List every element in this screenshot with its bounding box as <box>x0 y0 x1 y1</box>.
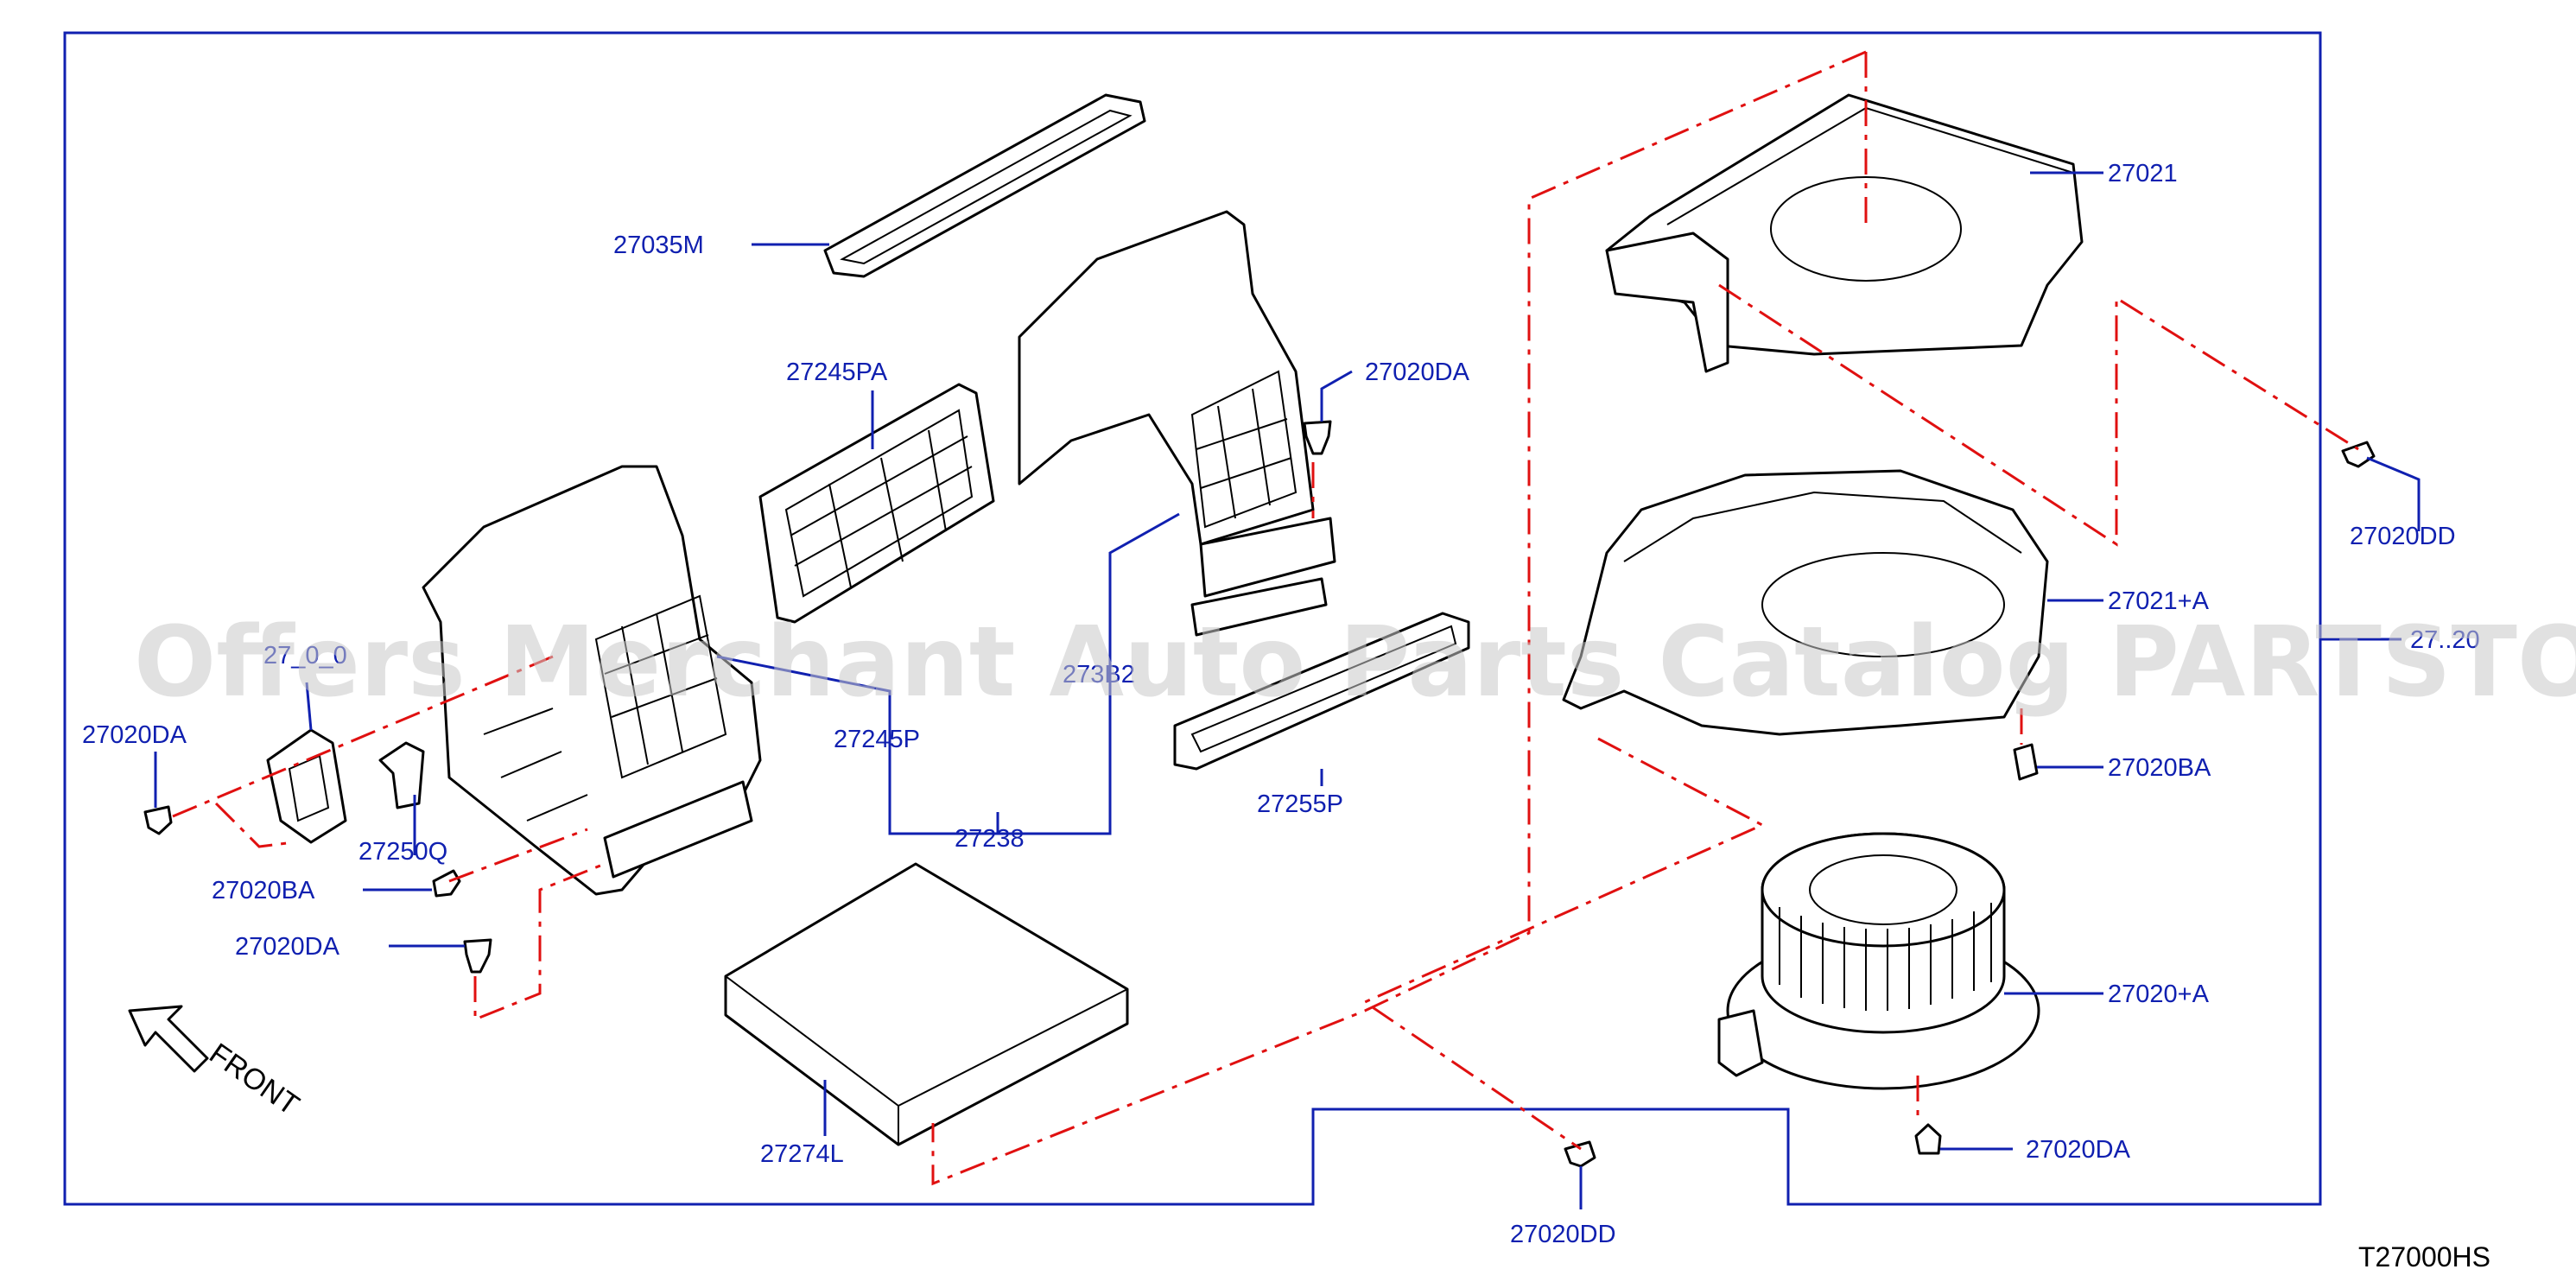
mesh-panel-27245pa-part <box>758 383 995 624</box>
guide-lines <box>172 50 2359 1186</box>
actuator-27250q-part <box>266 728 347 844</box>
callout-27255p: 27255P <box>1257 790 1343 818</box>
blower-motor-27020a-part <box>1717 832 2040 1090</box>
front-arrow-icon <box>128 1005 209 1073</box>
gasket-27035m-part <box>823 93 1146 278</box>
screw-27020da-lower-left-part <box>463 938 492 974</box>
callout-27020da-top: 27020DA <box>1365 359 1470 386</box>
callout-27-0-0: 27_0_0 <box>263 642 347 670</box>
callout-27020da-lower-left: 27020DA <box>235 933 340 961</box>
screw-27020dd-right-part <box>2341 441 2376 468</box>
front-label: FRONT <box>203 1037 305 1121</box>
callout-27035m: 27035M <box>613 232 704 259</box>
callout-27020da-bottom: 27020DA <box>2026 1136 2131 1164</box>
watermark-text: Offers Merchant Auto Parts Catalog PARTS… <box>134 606 2576 719</box>
diagram-code: T27000HS <box>2358 1241 2490 1272</box>
screw-27020da-top-part <box>1303 420 1332 455</box>
upper-housing-27021-part <box>1605 93 2084 373</box>
callout-273b2: 273B2 <box>1063 661 1135 689</box>
callout-27245p: 27245P <box>834 726 920 753</box>
callout-27021a: 27021+A <box>2108 587 2210 615</box>
callout-27020dd-right: 27020DD <box>2350 523 2456 550</box>
screw-27020da-left-part <box>143 805 173 835</box>
callout-27020da-left: 27020DA <box>82 721 187 749</box>
callout-27020-right: 27..20 <box>2410 626 2480 654</box>
callout-27020dd-bottom: 27020DD <box>1510 1221 1616 1248</box>
cabin-filter-27274l-part <box>724 862 1129 1146</box>
lower-housing-27021a-part <box>1562 469 2049 736</box>
bracket-27250q-part <box>378 741 425 809</box>
clip-27020ba-right-part <box>2013 743 2039 781</box>
clip-27020ba-left-part <box>432 869 461 898</box>
duct-273b2-part <box>1018 210 1336 637</box>
callout-27021: 27021 <box>2108 160 2178 187</box>
cover-27255p-part <box>1173 612 1470 771</box>
callout-27020ba-left: 27020BA <box>212 877 315 904</box>
callout-27020a: 27020+A <box>2108 981 2210 1008</box>
heater-unit-27238-part <box>422 465 762 896</box>
screw-27020dd-bottom-part <box>1564 1140 1596 1168</box>
callout-27250q: 27250Q <box>358 838 447 866</box>
leader-lines <box>154 171 2421 1209</box>
callout-27238: 27238 <box>955 825 1025 853</box>
callout-27274l: 27274L <box>760 1140 844 1168</box>
screw-27020da-bottom-part <box>1914 1123 1942 1155</box>
callout-27020ba-right: 27020BA <box>2108 754 2211 782</box>
diagram-frame <box>63 31 2322 1206</box>
callout-27245pa: 27245PA <box>786 359 888 386</box>
